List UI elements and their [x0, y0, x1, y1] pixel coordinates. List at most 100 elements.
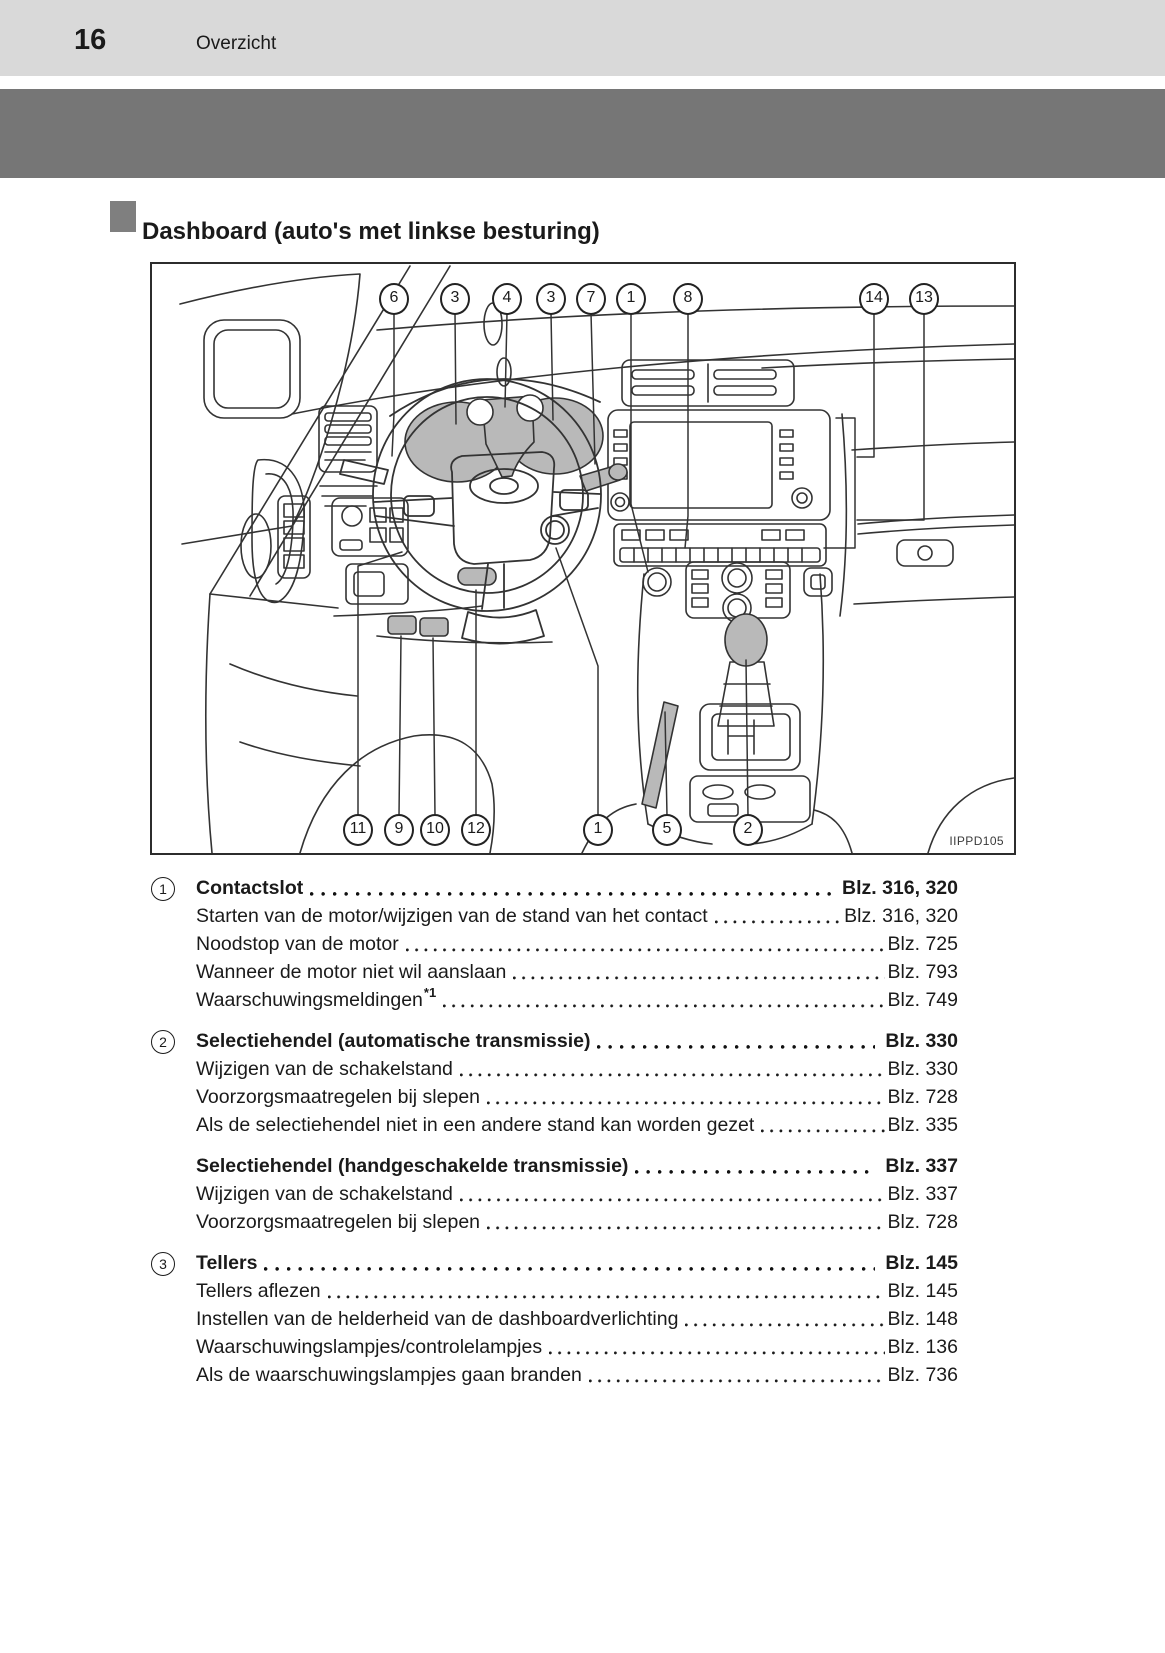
toc-item: Wanneer de motor niet wil aanslaan Blz. …	[196, 958, 958, 986]
page-number: 16	[74, 24, 107, 56]
item-number-circle: 3	[151, 1252, 175, 1276]
dot-leader	[588, 1379, 885, 1383]
toc-page-ref: Blz. 316, 320	[842, 877, 958, 899]
toc-page-ref: Blz. 728	[887, 1211, 958, 1233]
toc-heading-label: Selectiehendel (handgeschakelde transmis…	[196, 1155, 629, 1177]
figure-code: IIPPD105	[949, 834, 1004, 848]
dot-leader	[487, 1226, 885, 1230]
toc-item-label: Waarschuwingsmeldingen	[196, 989, 423, 1011]
toc-page-ref: Blz. 736	[887, 1364, 958, 1386]
dot-leader	[761, 1129, 885, 1133]
toc-page-ref: Blz. 145	[885, 1252, 958, 1274]
toc-section-contactslot: 1 Contactslot Blz. 316, 320 Starten van …	[151, 874, 958, 1014]
toc-item: Instellen van de helderheid van de dashb…	[196, 1305, 958, 1333]
dot-leader	[714, 920, 842, 924]
chapter-label: Overzicht	[196, 33, 277, 54]
dot-leader	[264, 1267, 876, 1271]
toc-item-label: Voorzorgsmaatregelen bij slepen	[196, 1211, 481, 1233]
figure-callout-1-bottom: 1	[583, 814, 613, 846]
toc-heading-label: Tellers	[196, 1252, 258, 1274]
figure-callout-14: 14	[859, 283, 889, 315]
figure-callout-7: 7	[576, 283, 606, 315]
figure-callout-12: 12	[461, 814, 491, 846]
toc-item: Waarschuwingslampjes/controlelampjes Blz…	[196, 1333, 958, 1361]
toc-page-ref: Blz. 337	[885, 1155, 958, 1177]
dot-leader	[327, 1295, 885, 1299]
figure-callout-3b: 3	[536, 283, 566, 315]
dot-leader	[549, 1351, 885, 1355]
toc-page-ref: Blz. 148	[887, 1308, 958, 1330]
toc-page-ref: Blz. 749	[887, 989, 958, 1011]
dot-leader	[459, 1198, 885, 1202]
toc-page-ref: Blz. 725	[887, 933, 958, 955]
toc-item: Voorzorgsmaatregelen bij slepen Blz. 728	[196, 1083, 958, 1111]
toc-item-label: Starten van de motor/wijzigen van de sta…	[196, 905, 708, 927]
toc-item-label: Noodstop van de motor	[196, 933, 399, 955]
chapter-banner	[0, 89, 1165, 178]
toc-page-ref: Blz. 330	[887, 1058, 958, 1080]
toc-item-label: Tellers aflezen	[196, 1280, 321, 1302]
toc-item-label: Waarschuwingslampjes/controlelampjes	[196, 1336, 543, 1358]
figure-callout-2: 2	[733, 814, 763, 846]
dot-leader	[513, 976, 885, 980]
figure-callout-1-top: 1	[616, 283, 646, 315]
dashboard-line-drawing	[179, 265, 1014, 853]
toc-item: Starten van de motor/wijzigen van de sta…	[196, 902, 958, 930]
figure-callout-4: 4	[492, 283, 522, 315]
dot-leader	[405, 948, 885, 952]
toc-heading: Contactslot Blz. 316, 320	[196, 874, 958, 902]
item-number-circle: 2	[151, 1030, 175, 1054]
dashboard-index-list: 1 Contactslot Blz. 316, 320 Starten van …	[151, 874, 958, 1402]
toc-page-ref: Blz. 337	[887, 1183, 958, 1205]
toc-item: Als de selectiehendel niet in een andere…	[196, 1111, 958, 1139]
dot-leader	[685, 1323, 885, 1327]
toc-section-selectiehendel: 2 Selectiehendel (automatische transmiss…	[151, 1027, 958, 1236]
dot-leader	[635, 1170, 876, 1174]
figure-callout-9: 9	[384, 814, 414, 846]
figure-callout-6: 6	[379, 283, 409, 315]
toc-item: Noodstop van de motor Blz. 725	[196, 930, 958, 958]
toc-item-label: Voorzorgsmaatregelen bij slepen	[196, 1086, 481, 1108]
toc-page-ref: Blz. 136	[887, 1336, 958, 1358]
toc-subheading: Selectiehendel (handgeschakelde transmis…	[196, 1152, 958, 1180]
figure-callout-8: 8	[673, 283, 703, 315]
toc-heading-label: Contactslot	[196, 877, 304, 899]
toc-heading: Tellers Blz. 145	[196, 1249, 958, 1277]
toc-item: Waarschuwingsmeldingen*1 Blz. 749	[196, 985, 958, 1014]
item-number-circle: 1	[151, 877, 175, 901]
toc-item: Voorzorgsmaatregelen bij slepen Blz. 728	[196, 1208, 958, 1236]
page-title: Dashboard (auto's met linkse besturing)	[142, 218, 600, 246]
toc-item: Wijzigen van de schakelstand Blz. 337	[196, 1180, 958, 1208]
dot-leader	[459, 1073, 885, 1077]
toc-page-ref: Blz. 335	[887, 1114, 958, 1136]
toc-page-ref: Blz. 728	[887, 1086, 958, 1108]
toc-item-label: Als de waarschuwingslampjes gaan branden	[196, 1364, 582, 1386]
toc-item: Wijzigen van de schakelstand Blz. 330	[196, 1055, 958, 1083]
dot-leader	[487, 1101, 885, 1105]
toc-item-label: Wijzigen van de schakelstand	[196, 1058, 453, 1080]
toc-page-ref: Blz. 145	[887, 1280, 958, 1302]
figure-callout-13: 13	[909, 283, 939, 315]
toc-page-ref: Blz. 316, 320	[844, 905, 958, 927]
dot-leader	[443, 1004, 885, 1008]
toc-item: Als de waarschuwingslampjes gaan branden…	[196, 1361, 958, 1389]
figure-callout-3a: 3	[440, 283, 470, 315]
toc-section-tellers: 3 Tellers Blz. 145 Tellers aflezen Blz. …	[151, 1249, 958, 1389]
toc-item-label: Wijzigen van de schakelstand	[196, 1183, 453, 1205]
dashboard-figure: 6 3 4 3 7 1 8 14 13 11 9 10 12 1 5 2 IIP…	[150, 262, 1016, 855]
figure-callout-5: 5	[652, 814, 682, 846]
toc-item-label: Instellen van de helderheid van de dashb…	[196, 1308, 679, 1330]
toc-item-label: Wanneer de motor niet wil aanslaan	[196, 961, 507, 983]
toc-item: Tellers aflezen Blz. 145	[196, 1277, 958, 1305]
toc-heading-label: Selectiehendel (automatische transmissie…	[196, 1030, 591, 1052]
toc-page-ref: Blz. 330	[885, 1030, 958, 1052]
toc-item-label: Als de selectiehendel niet in een andere…	[196, 1114, 755, 1136]
figure-callout-10: 10	[420, 814, 450, 846]
chapter-topbar: 16 Overzicht	[0, 0, 1165, 76]
section-bullet-square	[110, 201, 136, 232]
toc-page-ref: Blz. 793	[887, 961, 958, 983]
dot-leader	[597, 1045, 876, 1049]
figure-callout-11: 11	[343, 814, 373, 846]
toc-heading: Selectiehendel (automatische transmissie…	[196, 1027, 958, 1055]
dot-leader	[310, 892, 832, 896]
